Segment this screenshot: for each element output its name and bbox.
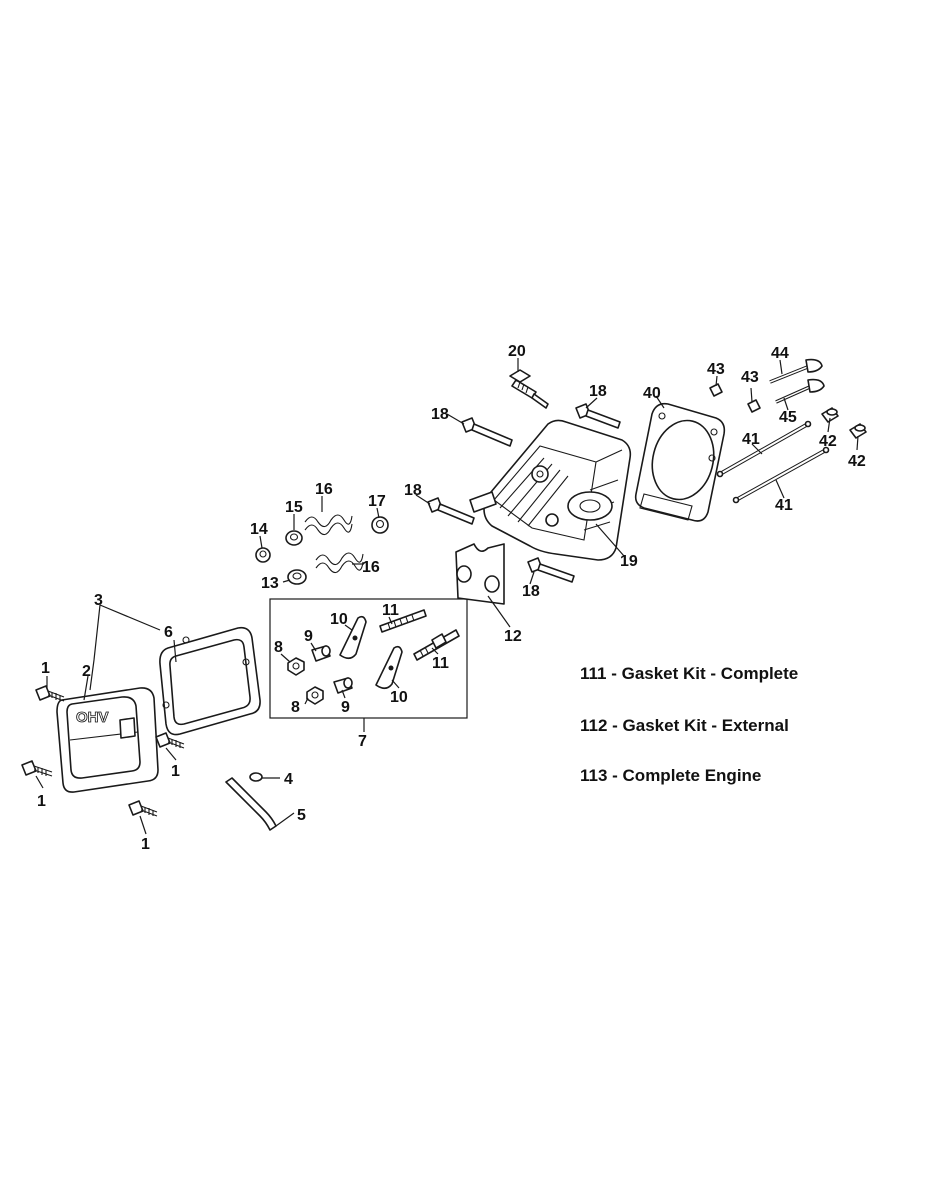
push-rod-41a [716,420,812,478]
callout-18: 18 [522,583,540,600]
tappet-42a [821,407,839,423]
keeper-43a [709,383,723,397]
callout-1: 1 [37,793,46,810]
hose-clamp [249,772,263,782]
valve-seal-17 [371,516,389,534]
breather-tube [225,777,277,831]
callout-2: 2 [82,663,91,680]
cover-ohv-text: OHV [76,709,109,726]
rocker-arm-10b [375,645,403,690]
stud-11b [413,629,460,661]
bolt-1-c [155,732,185,749]
rocker-arm-10a [339,615,367,660]
valve-cover: OHV [56,687,159,793]
callout-4: 4 [284,771,293,788]
callout-7: 7 [358,733,367,750]
head-bolt-18a [461,417,513,447]
legend-item-112: 112 - Gasket Kit - External [580,716,789,735]
callout-10: 10 [330,611,348,628]
callout-43: 43 [707,361,725,378]
callout-14: 14 [250,521,268,538]
head-bolt-18c [427,497,475,525]
callout-8: 8 [274,639,283,656]
pivot-9a [311,645,331,662]
callout-1: 1 [141,836,150,853]
callout-1: 1 [171,763,180,780]
callout-18: 18 [589,383,607,400]
rocker-assembly-box [269,598,468,719]
callout-11: 11 [382,602,399,619]
bolt-1-a [35,685,65,702]
callout-5: 5 [297,807,306,824]
intake-valve-44 [769,358,823,384]
head-bolt-18b [575,403,621,429]
callout-40: 40 [643,385,661,402]
callout-3: 3 [94,592,103,609]
callout-44: 44 [771,345,789,362]
callout-12: 12 [504,628,522,645]
exhaust-valve-45 [775,378,825,404]
spring-retainer-15 [285,530,303,546]
callout-42: 42 [848,453,866,470]
exhaust-gasket [455,543,505,605]
pivot-9b [333,677,353,694]
valve-spring-16a [304,514,353,536]
spring-retainer-13 [287,569,307,585]
push-rod-41b [732,446,830,504]
callout-20: 20 [508,343,526,360]
keeper-43b [747,399,761,413]
callout-42: 42 [819,433,837,450]
callout-15: 15 [285,499,303,516]
callout-8: 8 [291,699,300,716]
callout-19: 19 [620,553,638,570]
bolt-1-d [128,800,158,817]
stud-11a [379,609,427,633]
callout-18: 18 [431,406,449,423]
callout-18: 18 [404,482,422,499]
callout-1: 1 [41,660,50,677]
valve-cover-gasket [159,626,261,736]
legend-item-111: 111 - Gasket Kit - Complete [580,664,799,683]
valve-keeper-14 [255,547,271,563]
callout-17: 17 [368,493,386,510]
callout-16: 16 [362,559,380,576]
callout-45: 45 [779,409,797,426]
bolt-1-b [21,760,53,777]
head-bolt-18d [527,557,575,583]
callout-16: 16 [315,481,333,498]
callout-9: 9 [341,699,350,716]
callout-6: 6 [164,624,173,641]
rocker-nut-8a [287,657,305,676]
callout-43: 43 [741,369,759,386]
rocker-nut-8b [306,686,324,705]
valve-spring-16b [315,552,364,574]
callout-41: 41 [775,497,793,514]
callout-9: 9 [304,628,313,645]
tappet-42b [849,423,867,439]
callout-13: 13 [261,575,279,592]
cylinder-head [469,419,632,561]
callout-10: 10 [390,689,408,706]
callout-41: 41 [742,431,760,448]
callout-11: 11 [432,655,449,672]
leader-lines [35,358,859,835]
legend-item-113: 113 - Complete Engine [580,766,762,785]
head-gasket [634,402,726,522]
spark-plug [509,369,549,409]
